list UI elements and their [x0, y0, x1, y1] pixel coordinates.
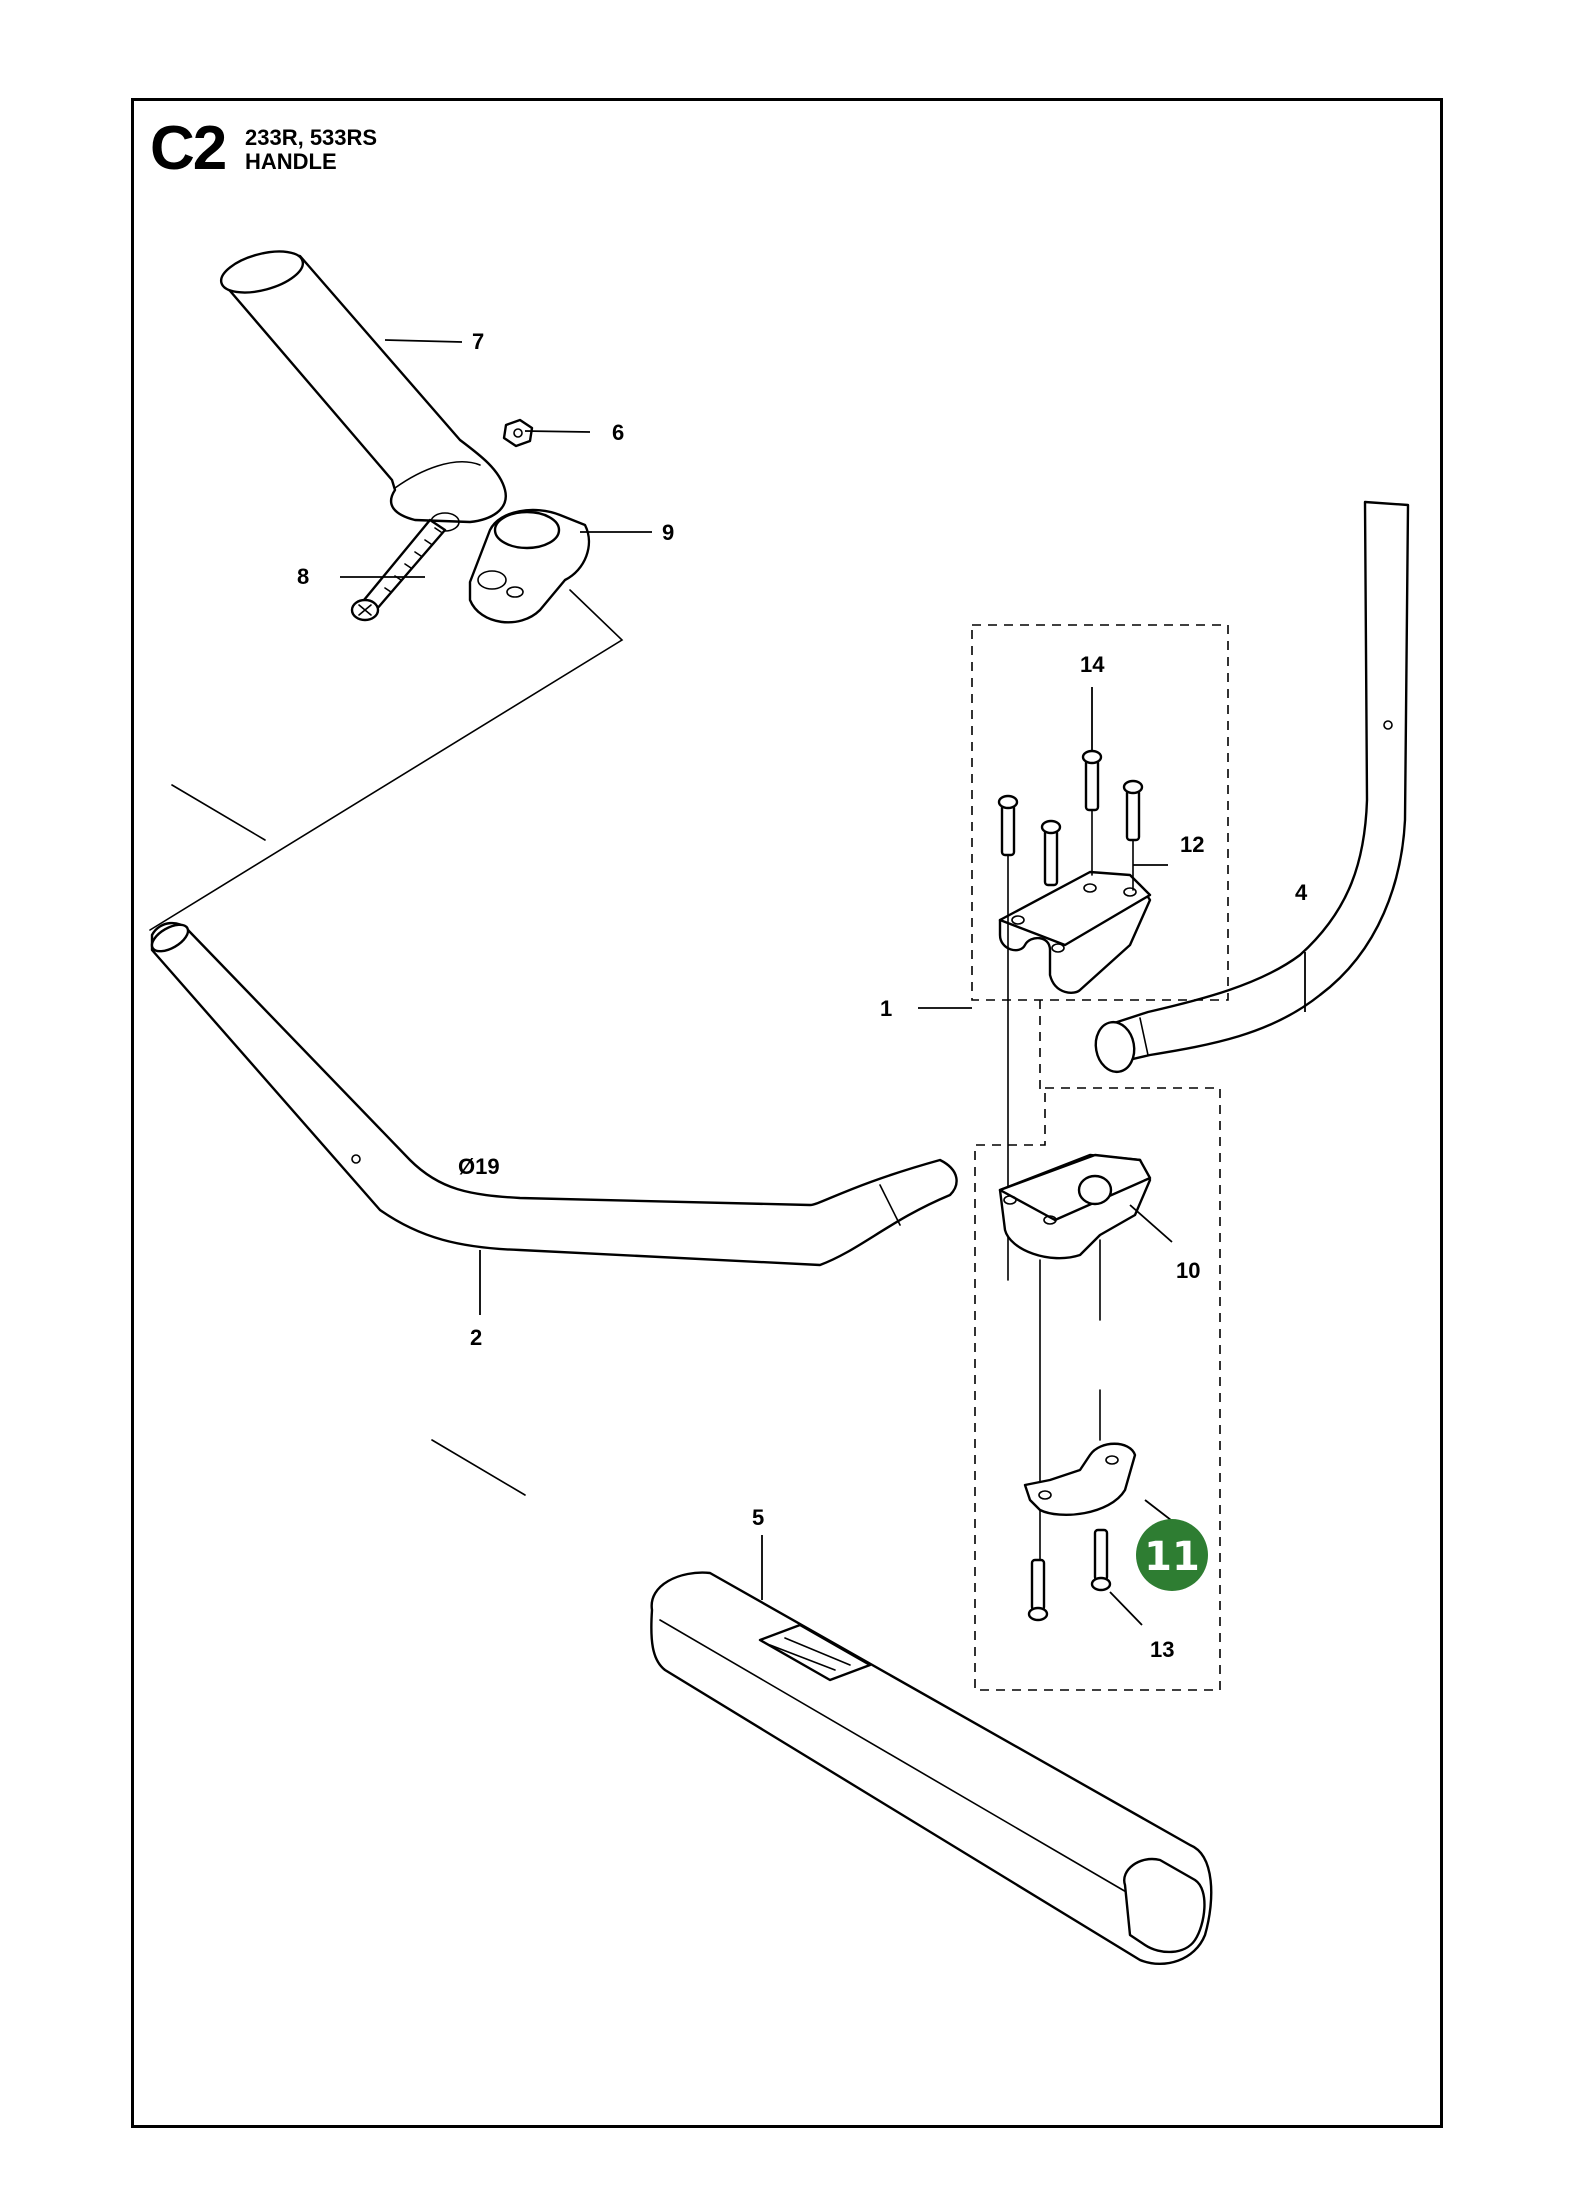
- section-code: C2: [150, 114, 227, 183]
- callout-12: 12: [1180, 832, 1204, 857]
- section-title: HANDLE: [245, 149, 337, 174]
- clamp-lower-assembly-box: [974, 1087, 1221, 1691]
- callout-10: 10: [1176, 1258, 1200, 1283]
- callout-2: 2: [470, 1325, 482, 1350]
- callout-5: 5: [752, 1505, 764, 1530]
- callout-9: 9: [662, 520, 674, 545]
- callout-13: 13: [1150, 1637, 1174, 1662]
- lower-clamp-part-10[interactable]: [998, 1153, 1152, 1561]
- clamp-upper-assembly-box: [971, 624, 1229, 1001]
- callout-7: 7: [472, 329, 484, 354]
- highlighted-callout-11[interactable]: 11: [1136, 1519, 1208, 1591]
- handlebar-part-2[interactable]: [148, 919, 958, 1267]
- callout-1: 1: [880, 996, 892, 1021]
- callout-6: 6: [612, 420, 624, 445]
- screws-part-13[interactable]: [1027, 1528, 1112, 1622]
- nut-part-6[interactable]: [502, 418, 534, 448]
- drawing-frame: [131, 98, 1443, 2128]
- grip-part-7[interactable]: [217, 244, 507, 532]
- handlebar-part-4[interactable]: [1092, 500, 1410, 1075]
- upper-clamp-part-12[interactable]: [998, 870, 1152, 994]
- callout-4: 4: [1295, 880, 1308, 905]
- clamp-half-part-11[interactable]: [1023, 1389, 1137, 1516]
- highlight-label: 11: [1144, 1534, 1200, 1580]
- callout-14: 14: [1080, 652, 1105, 677]
- dimension-label: Ø19: [458, 1154, 500, 1179]
- callout-8: 8: [297, 564, 309, 589]
- clamp-part-9[interactable]: [468, 508, 591, 624]
- screw-part-8[interactable]: [350, 518, 447, 622]
- sleeve-part-5[interactable]: [650, 1571, 1213, 1965]
- model-numbers: 233R, 533RS: [245, 125, 378, 150]
